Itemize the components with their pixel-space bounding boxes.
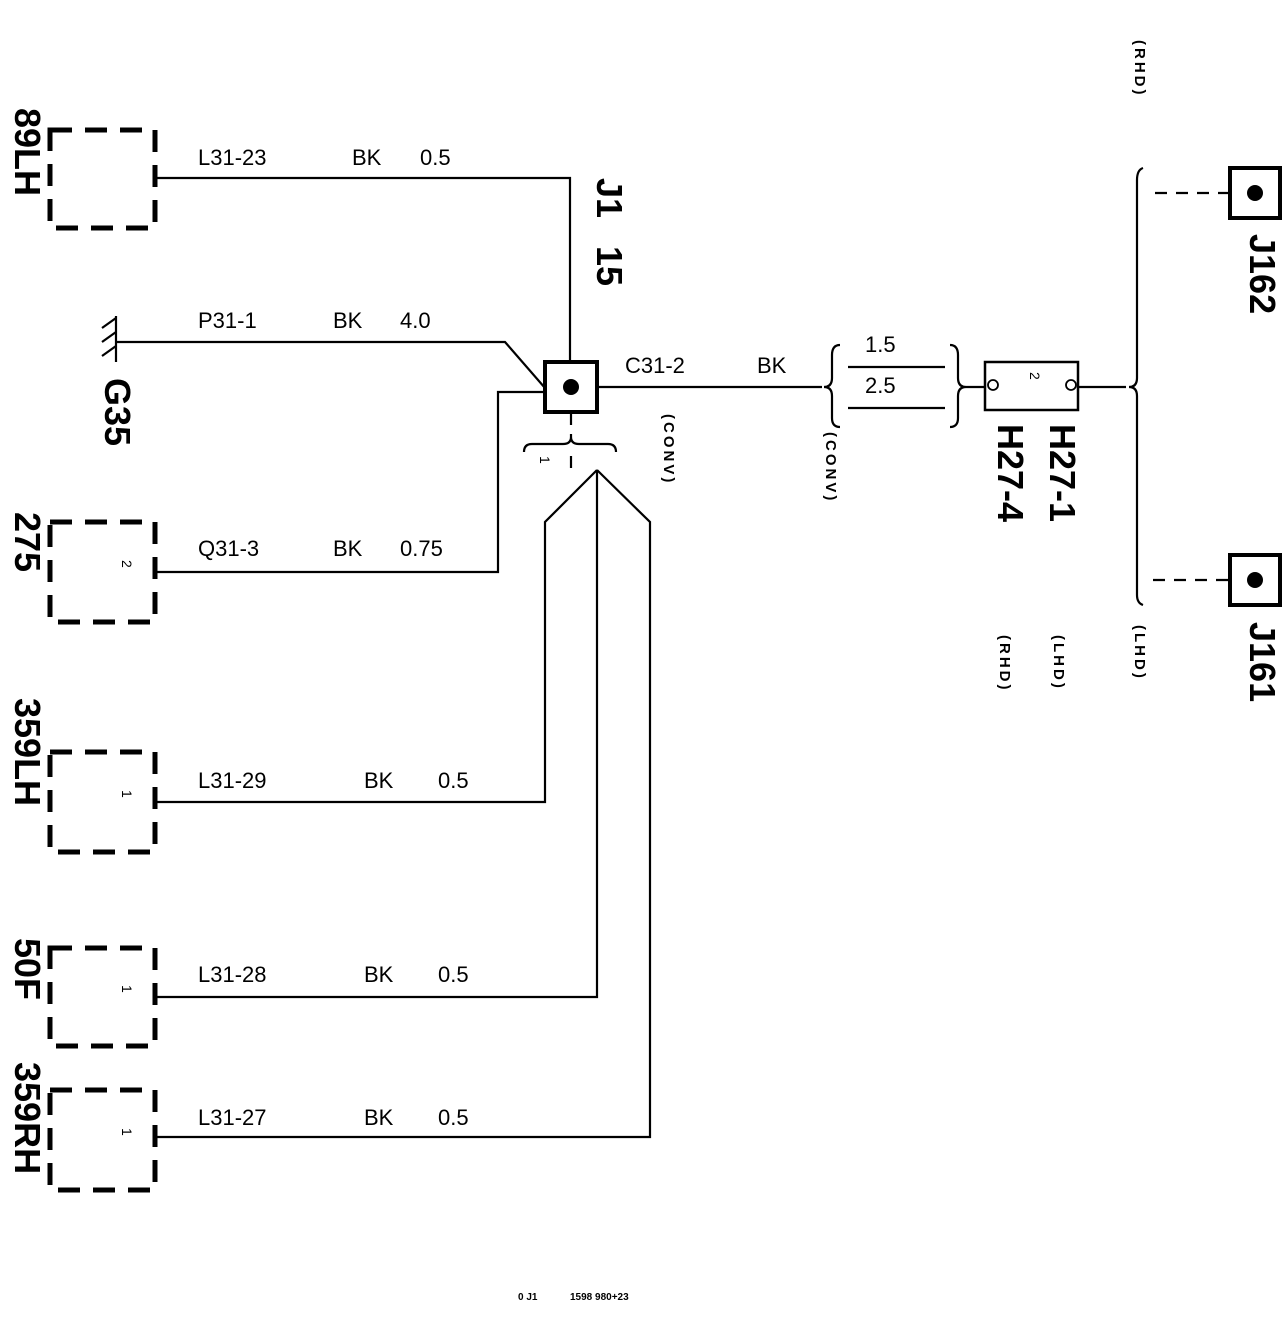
connector-h27-box [983, 360, 1080, 412]
wire-c31-2-id: C31-2 [625, 353, 685, 378]
wire-l31-29-size: 0.5 [438, 768, 469, 793]
wire-q31-3 [155, 390, 545, 574]
splice-j1: J1 15 1 (CONV) [522, 178, 677, 485]
connector-359rh-pin: 1 [119, 1128, 135, 1136]
wire-l31-29-color: BK [364, 768, 394, 793]
wire-l31-27-id: L31-27 [198, 1105, 267, 1130]
connector-j162-dot [1247, 185, 1263, 201]
variant-lhd-label-right: (LHD) [1131, 625, 1148, 681]
wire-l31-23-color: BK [352, 145, 382, 170]
wire-l31-27-size: 0.5 [438, 1105, 469, 1130]
connector-h27: 2 H27-1 H27-4 (LHD) (RHD) [983, 360, 1083, 693]
connector-j161: J161 [1228, 553, 1283, 702]
wire-l31-27-color: BK [364, 1105, 394, 1130]
connector-h27-pin-right [1065, 379, 1077, 391]
wire-l31-23-labels: L31-23 BK 0.5 [198, 145, 451, 170]
wire-c31-2-size-a: 1.5 [865, 332, 896, 357]
connector-j161-label: J161 [1242, 622, 1283, 702]
ground-icon [101, 316, 118, 362]
connector-j161-dot [1247, 572, 1263, 588]
footer-sheet: 0 J1 [518, 1292, 538, 1303]
connector-50f-pin: 1 [119, 985, 135, 993]
wire-p31-1-size: 4.0 [400, 308, 431, 333]
splice-j1-label: J1 [589, 178, 630, 218]
branch-brace [1128, 166, 1144, 607]
ground-g35: G35 [97, 316, 138, 446]
wire-p31-1 [116, 340, 546, 389]
wire-p31-1-id: P31-1 [198, 308, 257, 333]
connector-359lh-label: 359LH [7, 698, 48, 806]
wire-c31-2-size-b: 2.5 [865, 373, 896, 398]
wire-c31-2-color: BK [757, 353, 787, 378]
wire-l31-29-labels: L31-29 BK 0.5 [198, 768, 469, 793]
connector-j162-label: J162 [1242, 234, 1283, 314]
variant-conv-label-1: (CONV) [660, 414, 677, 485]
connector-359lh: 359LH 1 [7, 698, 158, 855]
connector-359rh-label: 359RH [7, 1062, 48, 1174]
connector-89lh-box [47, 127, 158, 231]
connector-50f-label: 50F [7, 938, 48, 1000]
connector-h27-1-label: H27-1 [1042, 424, 1083, 522]
connector-275-label: 275 [7, 512, 48, 572]
connector-h27-pin: 2 [1027, 372, 1043, 380]
variant-conv-label-2: (CONV) [822, 432, 839, 503]
wire-l31-28 [155, 470, 599, 999]
wire-l31-27-labels: L31-27 BK 0.5 [198, 1105, 469, 1130]
wire-l31-28-labels: L31-28 BK 0.5 [198, 962, 469, 987]
wire-p31-1-labels: P31-1 BK 4.0 [198, 308, 431, 333]
connector-359lh-pin: 1 [119, 790, 135, 798]
wire-l31-29-id: L31-29 [198, 768, 267, 793]
connector-275-box [47, 519, 158, 625]
wire-l31-28-color: BK [364, 962, 394, 987]
wire-p31-1-color: BK [333, 308, 363, 333]
splice-j1-branch-brace [522, 436, 618, 453]
footer-code: 1598 980+23 [570, 1292, 629, 1303]
variant-lhd-label-h27: (LHD) [1050, 635, 1067, 691]
wire-c31-2-brace-left [823, 343, 841, 429]
splice-j1-pin: 15 [589, 246, 630, 286]
connector-89lh: 89LH [7, 108, 158, 231]
wire-l31-23 [155, 176, 572, 362]
wire-l31-23-size: 0.5 [420, 145, 451, 170]
wire-q31-3-color: BK [333, 536, 363, 561]
connector-j161-box [1228, 553, 1282, 607]
variant-rhd-label-top: (RHD) [1131, 40, 1148, 98]
ground-g35-label: G35 [97, 378, 138, 446]
variant-rhd-label-h27: (RHD) [996, 635, 1013, 693]
connector-89lh-label: 89LH [7, 108, 48, 196]
connector-h27-pin-left [987, 379, 999, 391]
connector-50f-box [47, 945, 158, 1049]
wire-q31-3-size: 0.75 [400, 536, 443, 561]
splice-j1-dot [563, 379, 579, 395]
wire-l31-27 [155, 469, 652, 1139]
wire-l31-28-id: L31-28 [198, 962, 267, 987]
connector-j162: J162 [1228, 166, 1283, 314]
connector-275-pin: 2 [119, 560, 135, 568]
wire-l31-23-id: L31-23 [198, 145, 267, 170]
connector-359rh: 359RH 1 [7, 1062, 158, 1193]
connector-h27-4-label: H27-4 [990, 424, 1031, 522]
wire-q31-3-labels: Q31-3 BK 0.75 [198, 536, 443, 561]
connector-359lh-box [47, 749, 158, 855]
wire-l31-29 [155, 469, 598, 804]
connector-50f: 50F 1 [7, 938, 158, 1049]
wire-q31-3-id: Q31-3 [198, 536, 259, 561]
connector-359rh-box [47, 1087, 158, 1193]
splice-j1-branch-pin: 1 [537, 456, 553, 464]
wire-c31-2-brace-right [949, 343, 967, 429]
wire-l31-28-size: 0.5 [438, 962, 469, 987]
connector-275: 275 2 [7, 512, 158, 625]
